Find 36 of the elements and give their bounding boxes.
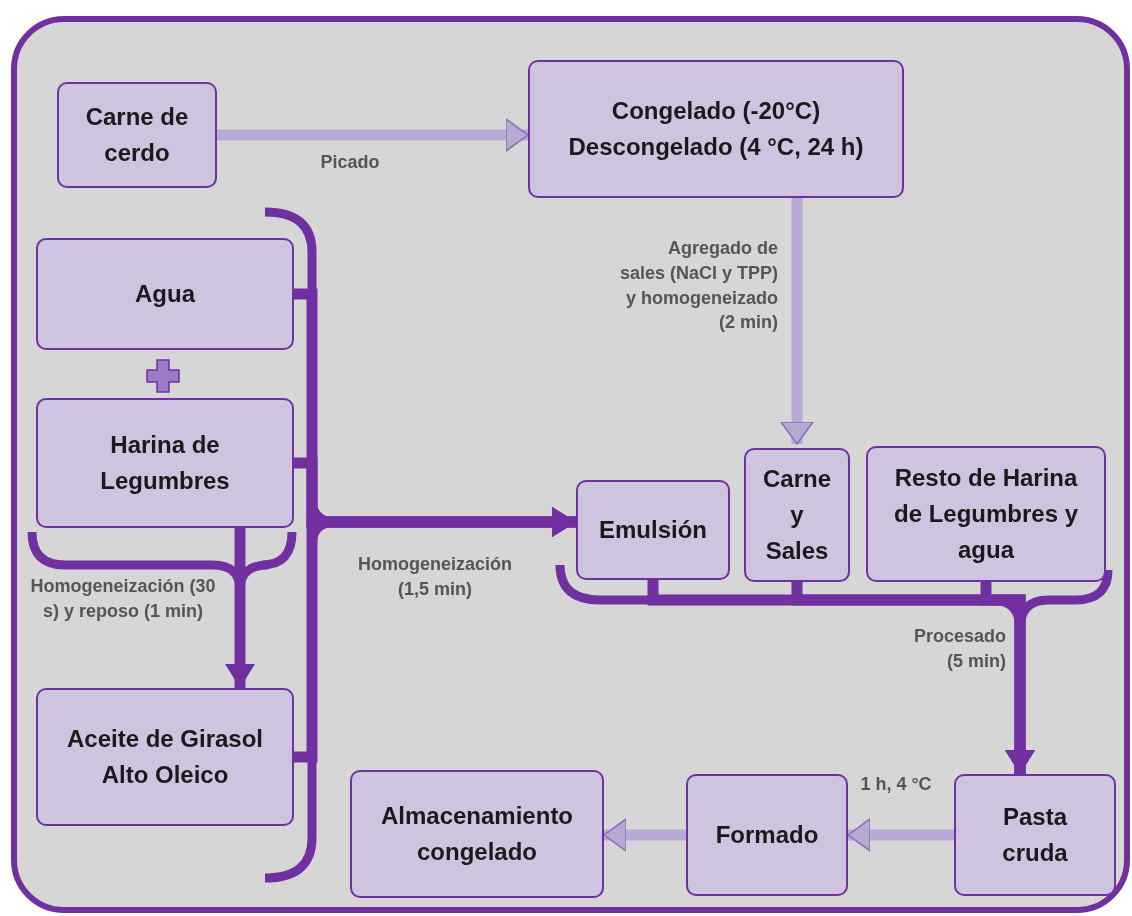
- node-text: Agua: [135, 279, 195, 309]
- node-text: Resto de Harina de Legumbres y agua: [892, 463, 1080, 565]
- node-text: Harina de Legumbres: [99, 430, 231, 496]
- edge-label: Picado: [319, 151, 381, 174]
- process-box: [576, 480, 730, 580]
- bracket-arrow: [980, 582, 1035, 774]
- node-text: Congelado (-20°C): [611, 96, 821, 126]
- process-box: [528, 60, 904, 198]
- node-text: Carne y Sales: [762, 464, 832, 566]
- process-box: [954, 774, 1116, 896]
- process-box: [36, 238, 294, 350]
- node-text: Formado: [715, 820, 819, 850]
- node-text: Carne de cerdo: [84, 102, 190, 168]
- block-arrow: [780, 198, 814, 445]
- bracket-arrow: [294, 507, 576, 763]
- block-arrow: [847, 818, 954, 852]
- node-text: Almacenamiento congelado: [379, 801, 575, 867]
- node-text: Aceite de Girasol Alto Oleico: [65, 724, 265, 790]
- edge-label: 1 h, 4 °C: [859, 773, 933, 796]
- bracket-arrow: [225, 528, 255, 688]
- edge-label: Procesado (5 min): [912, 625, 1006, 673]
- process-box: [57, 82, 217, 188]
- edge-label: Homogeneización (1,5 min): [357, 553, 513, 601]
- block-arrow: [603, 818, 686, 852]
- block-arrow: [217, 118, 529, 152]
- node-text: Pasta cruda: [1001, 802, 1069, 868]
- process-box: [686, 774, 848, 896]
- node-text: Emulsión: [599, 515, 707, 545]
- edge-label: Agregado de sales (NaCl y TPP) y homogeneizado (2 min): [618, 237, 778, 335]
- edge-label: Homogeneización (30 s) y reposo (1 min): [30, 575, 216, 623]
- process-box: [36, 398, 294, 528]
- process-box: [866, 446, 1106, 582]
- process-box: [36, 688, 294, 826]
- process-box: [744, 448, 850, 582]
- process-box: [350, 770, 604, 898]
- node-text: Descongelado (4 °C, 24 h): [568, 132, 864, 162]
